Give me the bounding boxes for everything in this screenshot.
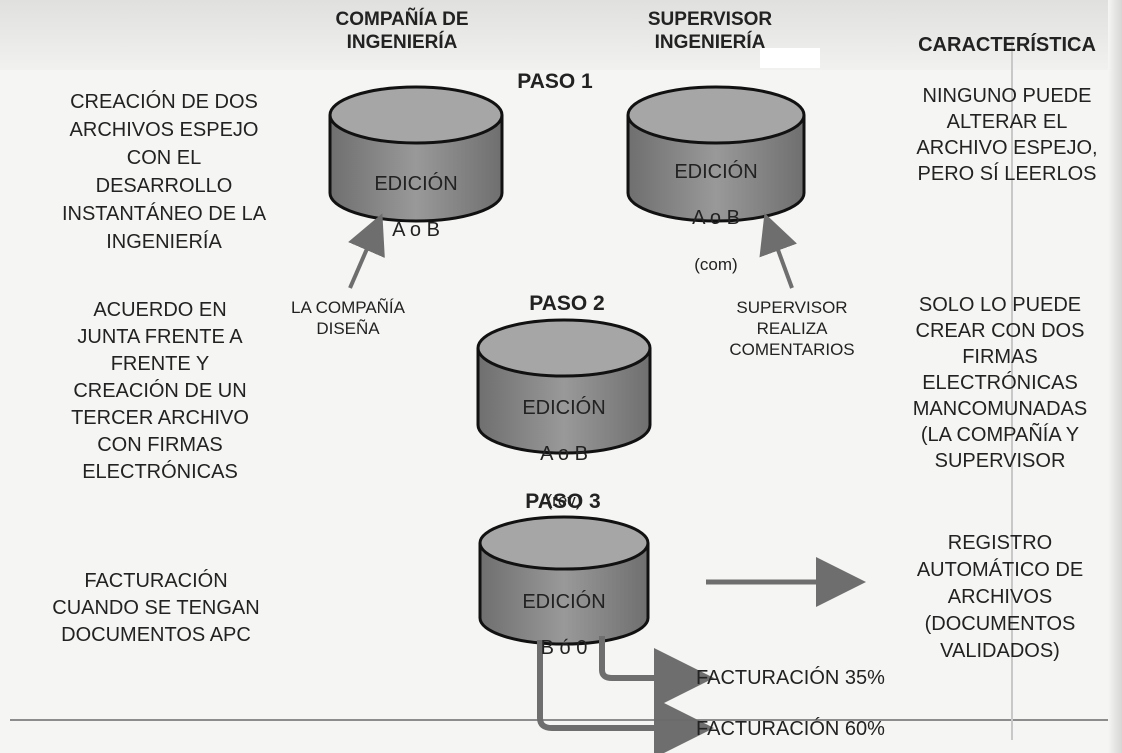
billing-60-label: FACTURACIÓN 60% bbox=[696, 718, 885, 740]
cylinder-supervisor-note: (com) bbox=[694, 255, 738, 274]
step-1-description: CREACIÓN DE DOS ARCHIVOS ESPEJO CON EL D… bbox=[61, 91, 267, 253]
arrow-supervisor-comments bbox=[759, 212, 798, 289]
cylinder-final-label: EDICIÓN B ó 0 bbox=[484, 568, 644, 683]
step-1-title: PASO 1 bbox=[517, 70, 593, 93]
cylinder-final-title: EDICIÓN bbox=[522, 591, 606, 613]
connector-billing-60 bbox=[537, 640, 714, 753]
cylinder-rev-title: EDICIÓN bbox=[522, 397, 606, 419]
cylinder-supervisor bbox=[626, 85, 806, 223]
cylinder-final bbox=[478, 515, 650, 646]
cylinder-rev-sub: A o B bbox=[540, 443, 588, 465]
label-company-designs: LA COMPAÑÍA DISEÑA bbox=[291, 298, 405, 338]
header-supervisor: SUPERVISOR INGENIERÍA bbox=[647, 9, 773, 53]
header-band bbox=[0, 0, 1122, 70]
arrow-company-design bbox=[348, 213, 385, 289]
step-3-title: PASO 3 bbox=[525, 490, 601, 513]
cylinder-rev bbox=[476, 318, 652, 455]
header-feature: CARACTERÍSTICA bbox=[918, 34, 1096, 56]
cylinder-supervisor-title: EDICIÓN bbox=[674, 161, 758, 183]
cylinder-final-sub: B ó 0 bbox=[540, 637, 588, 659]
header-company: COMPAÑÍA DE INGENIERÍA bbox=[335, 9, 469, 53]
billing-35-label: FACTURACIÓN 35% bbox=[696, 667, 885, 689]
cylinder-rev-label: EDICIÓN A o B (rev) bbox=[484, 374, 644, 535]
cylinder-company bbox=[328, 85, 504, 223]
cylinder-company-label: EDICIÓN A o B bbox=[336, 150, 496, 265]
connector-billing-35 bbox=[599, 636, 714, 708]
step-1-feature: NINGUNO PUEDE ALTERAR EL ARCHIVO ESPEJO,… bbox=[916, 85, 1098, 185]
cylinder-company-sub: A o B bbox=[392, 219, 440, 241]
page-edge-shadow bbox=[1108, 0, 1122, 753]
label-supervisor-comments: SUPERVISOR REALIZA COMENTARIOS bbox=[729, 298, 855, 359]
step-3-description: FACTURACIÓN CUANDO SE TENGAN DOCUMENTOS … bbox=[52, 570, 260, 646]
cylinder-supervisor-sub: A o B bbox=[692, 207, 740, 229]
step-2-title: PASO 2 bbox=[529, 292, 605, 315]
step-2-feature: SOLO LO PUEDE CREAR CON DOS FIRMAS ELECT… bbox=[912, 294, 1088, 472]
step-2-description: ACUERDO EN JUNTA FRENTE A FRENTE Y CREAC… bbox=[71, 299, 249, 483]
cylinder-supervisor-label: EDICIÓN A o B (com) bbox=[636, 138, 796, 299]
redaction-box bbox=[760, 48, 820, 68]
step-3-feature: REGISTRO AUTOMÁTICO DE ARCHIVOS (DOCUMEN… bbox=[916, 532, 1084, 662]
cylinder-rev-note: (rev) bbox=[546, 491, 582, 510]
cylinder-company-title: EDICIÓN bbox=[374, 173, 458, 195]
